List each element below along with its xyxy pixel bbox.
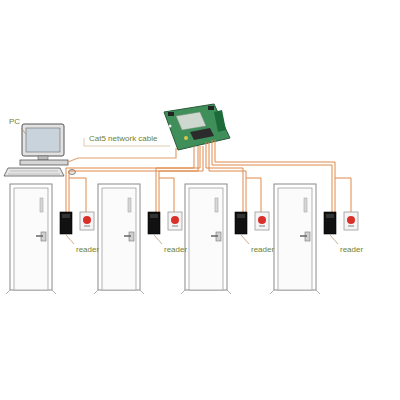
pc-illustration [4,124,76,176]
part-label: reader [340,246,363,254]
leader-line [21,128,26,134]
part-label: reader [251,246,274,254]
cat5-cable [68,148,176,162]
device-label: PC [9,118,20,126]
part-label: reader [76,246,99,254]
cable-label: Cat5 network cable [88,135,158,143]
controller-board [164,104,230,150]
part-label: reader [164,246,187,254]
leader-line [66,235,338,244]
